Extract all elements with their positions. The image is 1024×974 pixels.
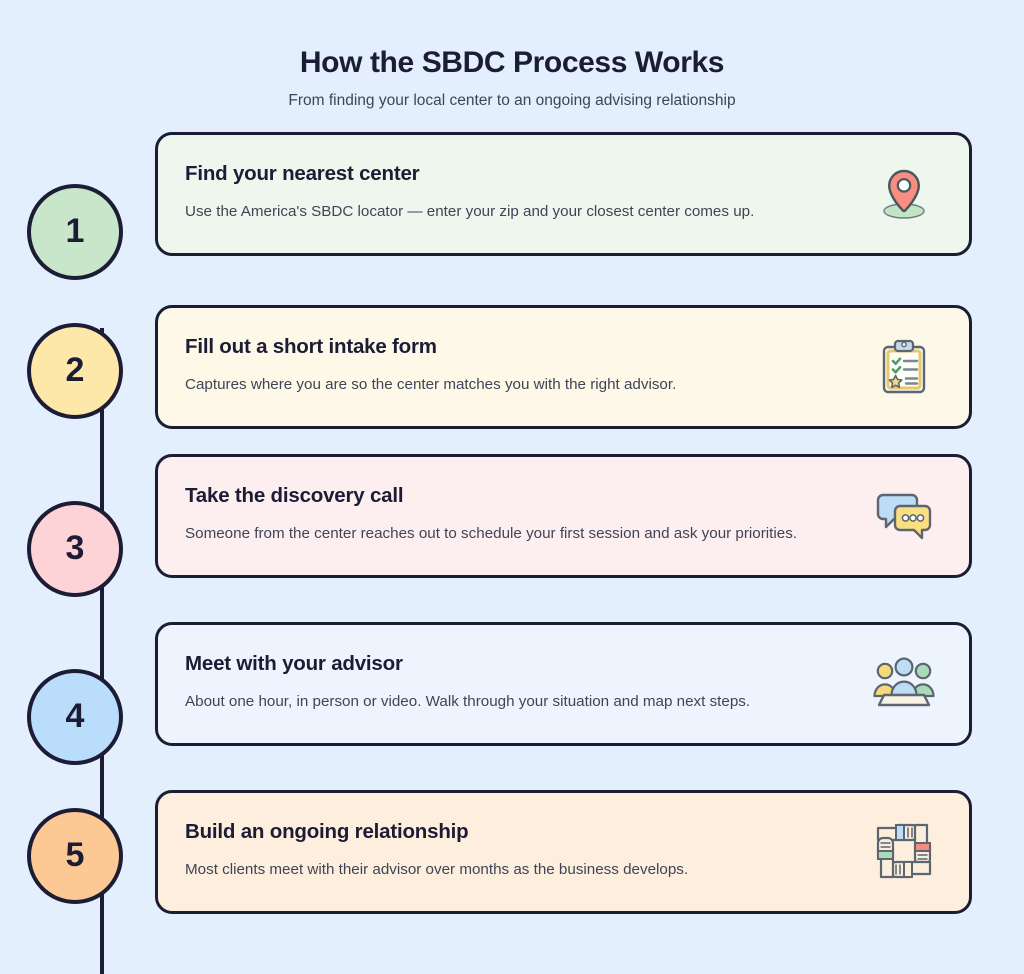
step-item-1: 1 Find your nearest center Use the Ameri… [0, 131, 972, 280]
step-number-badge-2: 2 [27, 322, 123, 419]
step-number-badge-4: 4 [27, 668, 123, 765]
speech-bubbles-icon [867, 481, 941, 549]
step-card-text-3: Take the discovery call Someone from the… [185, 484, 851, 545]
step-bullet-column-4: 4 [0, 622, 155, 765]
step-number-1: 1 [65, 212, 85, 250]
step-number-badge-3: 3 [27, 500, 123, 597]
step-title-3: Take the discovery call [185, 483, 404, 507]
step-number-2: 2 [65, 351, 85, 389]
meeting-people-icon [867, 649, 941, 717]
step-item-2: 2 Fill out a short intake form Captures … [0, 304, 972, 429]
step-bullet-column-3: 3 [0, 454, 155, 597]
step-card-5: Build an ongoing relationship Most clien… [155, 789, 972, 914]
step-card-text-5: Build an ongoing relationship Most clien… [185, 820, 851, 881]
step-card-text-1: Find your nearest center Use the America… [185, 162, 851, 223]
step-card-text-4: Meet with your advisor About one hour, i… [185, 652, 851, 713]
step-bullet-column-1: 1 [0, 132, 155, 280]
page-title: How the SBDC Process Works [299, 46, 725, 79]
step-description-2: Captures where you are so the center mat… [185, 375, 677, 393]
steps-timeline: 1 Find your nearest center Use the Ameri… [0, 131, 1024, 974]
step-item-4: 4 Meet with your advisor About one hour,… [0, 621, 972, 765]
step-title-2: Fill out a short intake form [185, 334, 437, 358]
step-card-text-2: Fill out a short intake form Captures wh… [185, 335, 851, 396]
step-title-5: Build an ongoing relationship [185, 819, 469, 843]
step-number-5: 5 [65, 836, 85, 874]
teamwork-hands-icon [867, 817, 941, 885]
step-number-4: 4 [65, 697, 85, 735]
step-number-badge-1: 1 [27, 183, 123, 280]
step-description-1: Use the America's SBDC locator — enter y… [185, 202, 755, 220]
step-description-4: About one hour, in person or video. Walk… [185, 692, 751, 710]
header: How the SBDC Process Works From finding … [0, 46, 1024, 110]
step-description-5: Most clients meet with their advisor ove… [185, 860, 689, 878]
timeline-connector-line [99, 327, 104, 974]
step-item-3: 3 Take the discovery call Someone from t… [0, 453, 972, 597]
step-title-4: Meet with your advisor [185, 651, 403, 675]
step-bullet-column-5: 5 [0, 790, 155, 904]
step-card-2: Fill out a short intake form Captures wh… [155, 304, 972, 429]
step-number-badge-5: 5 [27, 807, 123, 904]
step-number-3: 3 [65, 529, 85, 567]
step-item-5: 5 Build an ongoing relationship Most cli… [0, 789, 972, 914]
step-title-1: Find your nearest center [185, 161, 420, 185]
map-pin-icon [867, 159, 941, 227]
step-bullet-column-2: 2 [0, 305, 155, 419]
step-description-3: Someone from the center reaches out to s… [185, 524, 798, 542]
clipboard-checklist-icon [867, 332, 941, 400]
step-card-1: Find your nearest center Use the America… [155, 131, 972, 256]
step-card-3: Take the discovery call Someone from the… [155, 453, 972, 578]
step-card-4: Meet with your advisor About one hour, i… [155, 621, 972, 746]
page-subtitle: From finding your local center to an ong… [288, 91, 736, 109]
